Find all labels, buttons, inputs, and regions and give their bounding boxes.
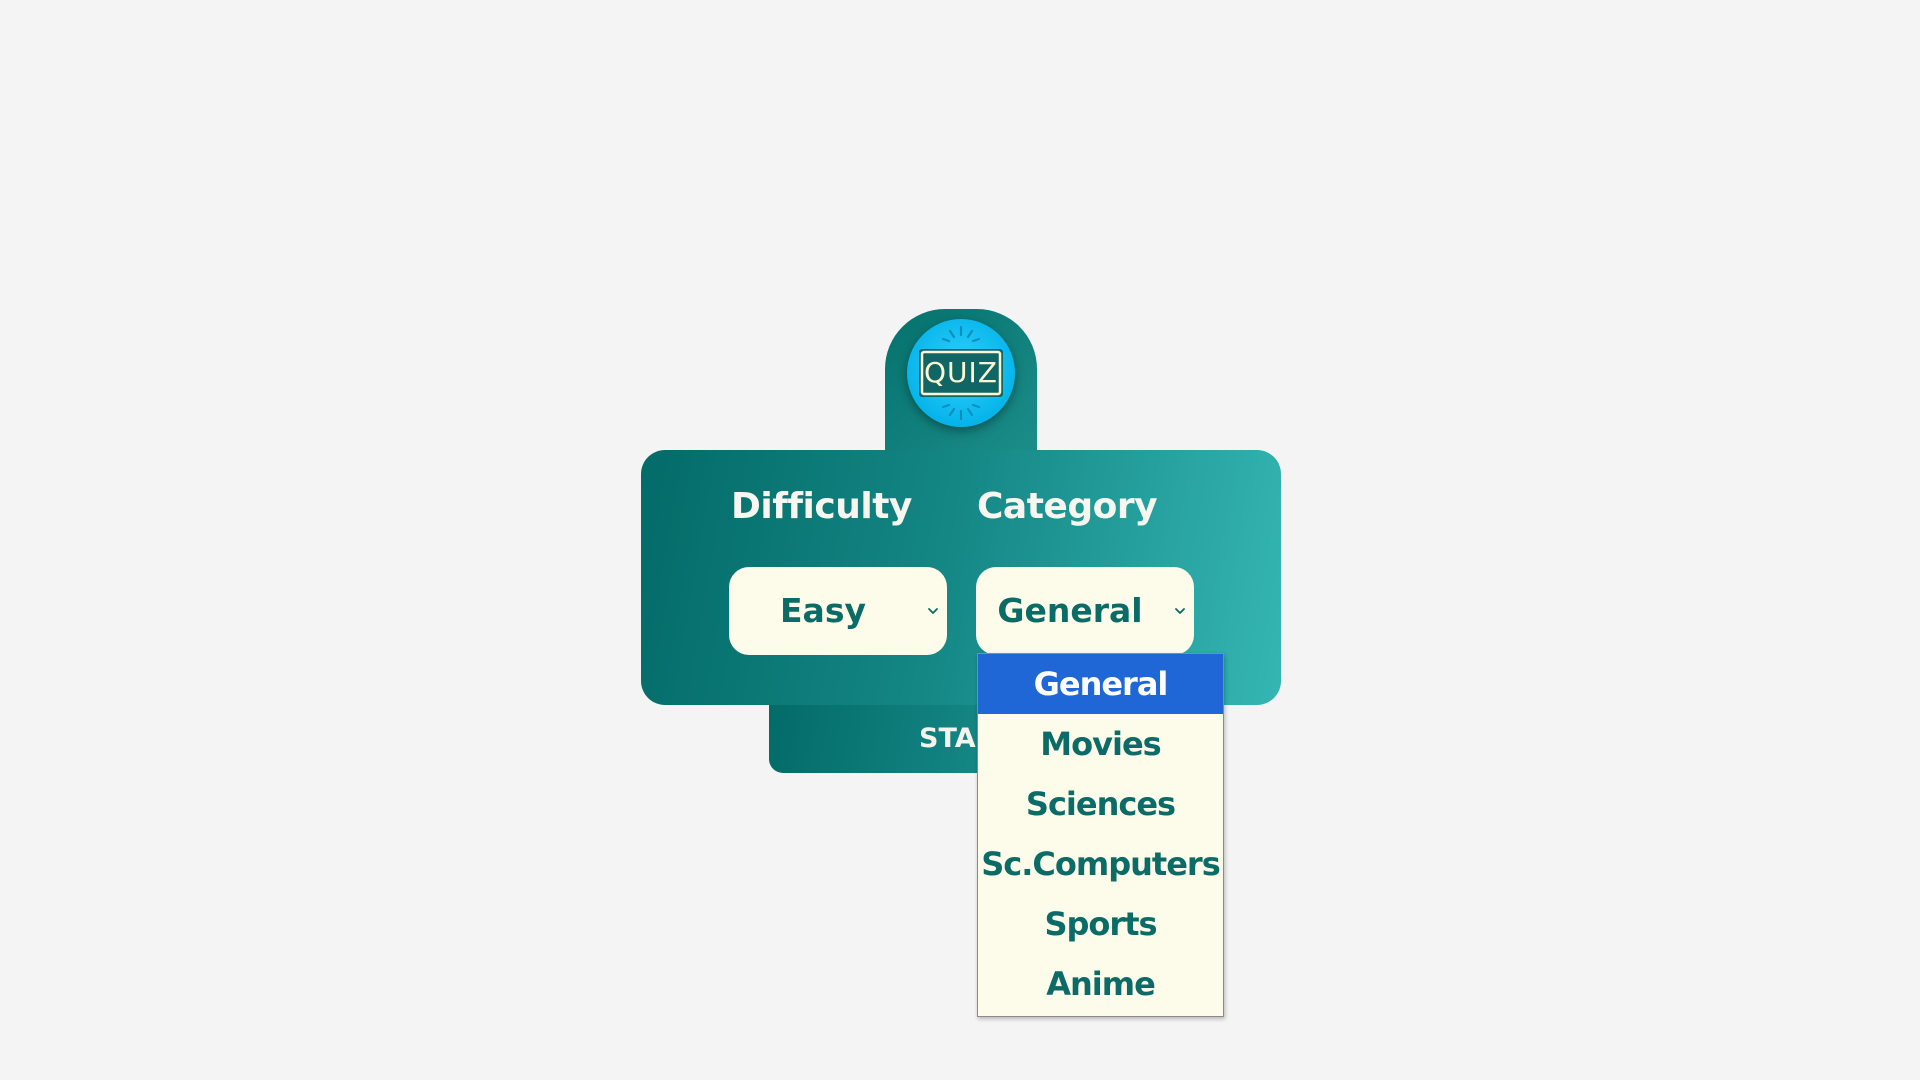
settings-card: Difficulty Category Easy General [641,450,1281,705]
category-select-value: General [997,591,1143,630]
dropdown-option-movies[interactable]: Movies [1040,725,1161,763]
dropdown-option-general[interactable]: General [978,654,1223,714]
dropdown-option-sports[interactable]: Sports [1044,905,1157,943]
difficulty-select[interactable]: Easy [729,567,947,655]
dropdown-option-anime[interactable]: Anime [1046,965,1156,1003]
chevron-down-icon [923,567,943,655]
start-button-label: STA [919,723,976,754]
difficulty-label: Difficulty [731,486,912,527]
dropdown-option-sc-computers[interactable]: Sc.Computers [981,845,1221,883]
chevron-down-icon [1170,567,1190,655]
difficulty-select-value: Easy [780,591,866,630]
logo-tab: QUIZ [885,309,1037,459]
quiz-logo-text: QUIZ [924,356,998,389]
category-label: Category [977,486,1158,527]
quiz-badge-graphic [919,325,1003,421]
dropdown-option-sciences[interactable]: Sciences [1025,785,1176,823]
quiz-badge-icon: QUIZ [907,319,1015,427]
category-dropdown-list[interactable]: General Movies Sciences Sc.Computers Spo… [977,653,1224,1017]
category-select[interactable]: General [976,567,1194,655]
